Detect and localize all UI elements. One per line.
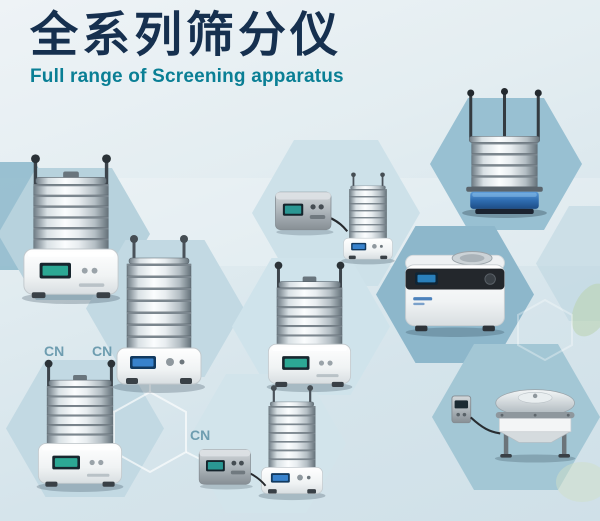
round-separator-image: [450, 378, 580, 463]
compact-sieve-shaker-image: [336, 166, 400, 265]
benchtop-machine-image: [398, 242, 512, 337]
benchtop-screening-machine: [398, 242, 512, 337]
controller-box: [196, 442, 268, 491]
sieve-shaker-machine: [28, 354, 132, 493]
compact-sieve-shaker-machine: [336, 166, 400, 265]
page-subtitle: Full range of Screening apparatus: [30, 65, 344, 87]
sieve-shaker-image: [28, 354, 132, 493]
cn-label: CN: [44, 343, 64, 359]
cn-label: CN: [92, 343, 112, 359]
sieve-tower-image: [452, 88, 558, 219]
sieve-shaker-image: [258, 256, 361, 393]
cn-label: CN: [190, 427, 210, 443]
controller-box-image: [196, 442, 268, 491]
sieve-shaker-machine: [258, 256, 361, 393]
round-separator-machine: [450, 378, 580, 463]
header: 全系列筛分仪 Full range of Screening apparatus: [30, 9, 344, 88]
leaf-icon: [556, 462, 600, 502]
page-title: 全系列筛分仪: [30, 9, 343, 62]
sieve-tower-machine: [452, 88, 558, 219]
